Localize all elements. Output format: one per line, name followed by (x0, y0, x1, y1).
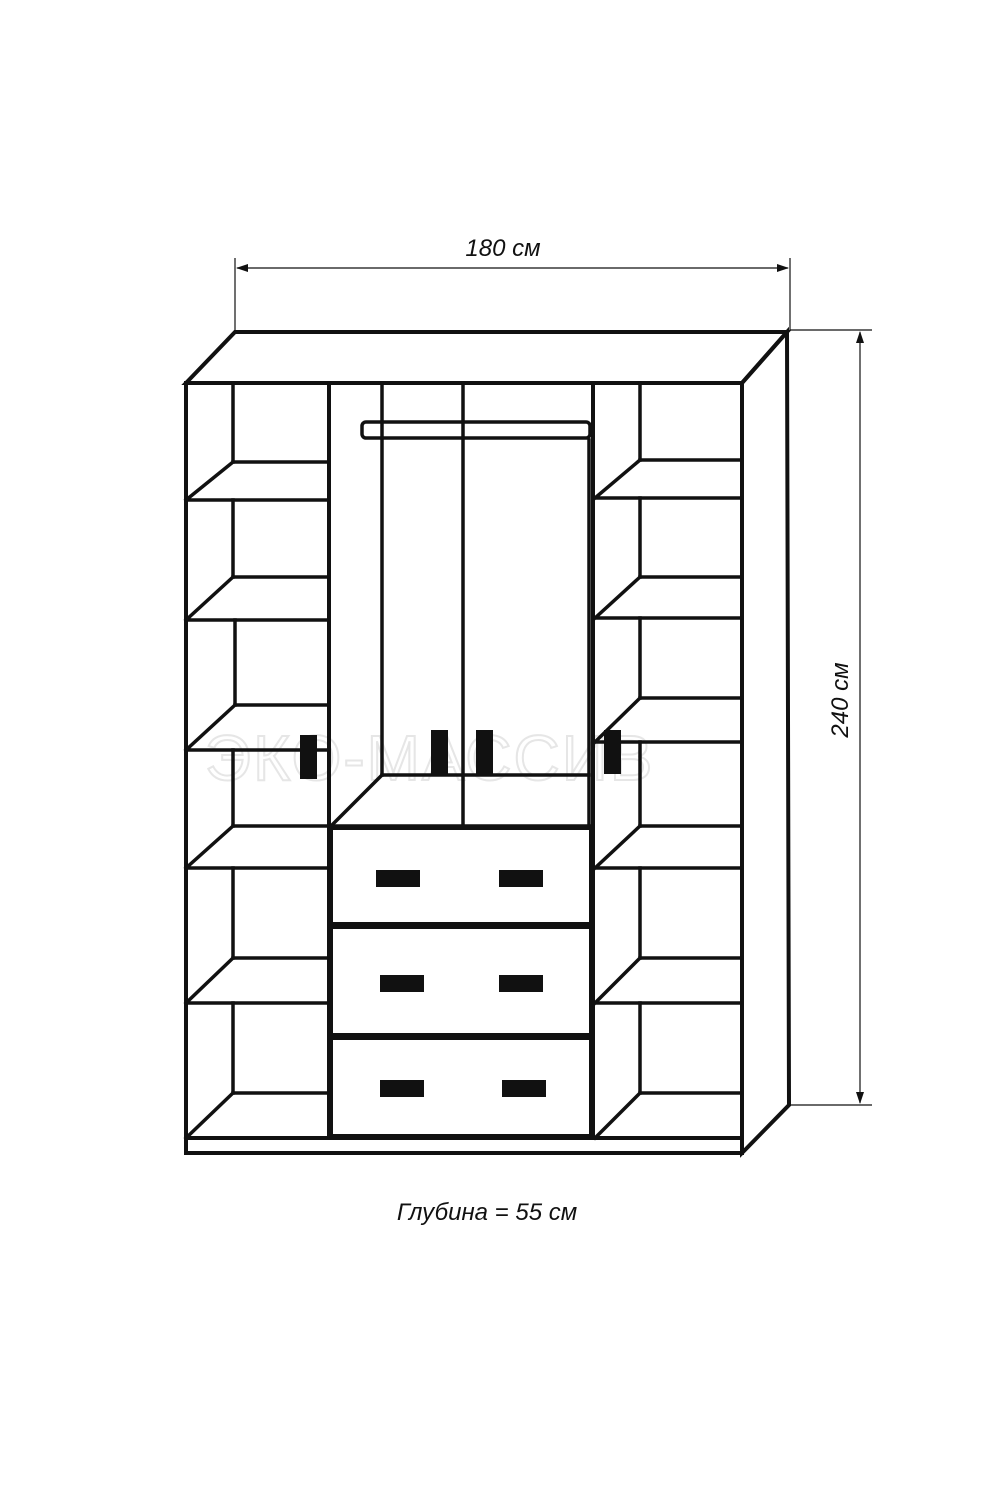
drawers (329, 826, 593, 1138)
right-side-panel (740, 326, 792, 1158)
drawer-1-handle-left (376, 870, 420, 887)
drawer-3-handle-right (502, 1080, 546, 1097)
depth-label: Глубина = 55 см (397, 1199, 577, 1226)
drawer-2-handle-left (380, 975, 424, 992)
drawer-3-handle-left (380, 1080, 424, 1097)
drawer-1 (329, 826, 593, 926)
top-panel (181, 330, 792, 385)
height-dimension: 240 см (790, 329, 872, 1106)
drawer-1-handle-right (499, 870, 543, 887)
drawer-2-handle-right (499, 975, 543, 992)
door-handle-right (604, 730, 621, 774)
drawer-2 (329, 925, 593, 1037)
door-handle-center-right (476, 730, 493, 774)
right-shelving (591, 381, 742, 1141)
door-handle-left (300, 735, 317, 779)
door-handles (300, 730, 621, 779)
height-label: 240 см (827, 662, 854, 738)
width-label: 180 см (465, 235, 540, 262)
watermark-text: ЭКО-МАССИВ (205, 722, 654, 794)
width-dimension: 180 см (234, 235, 791, 330)
wardrobe (181, 326, 792, 1158)
door-handle-center-left (431, 730, 448, 774)
hanging-rail (360, 420, 592, 440)
drawer-3 (329, 1036, 593, 1138)
